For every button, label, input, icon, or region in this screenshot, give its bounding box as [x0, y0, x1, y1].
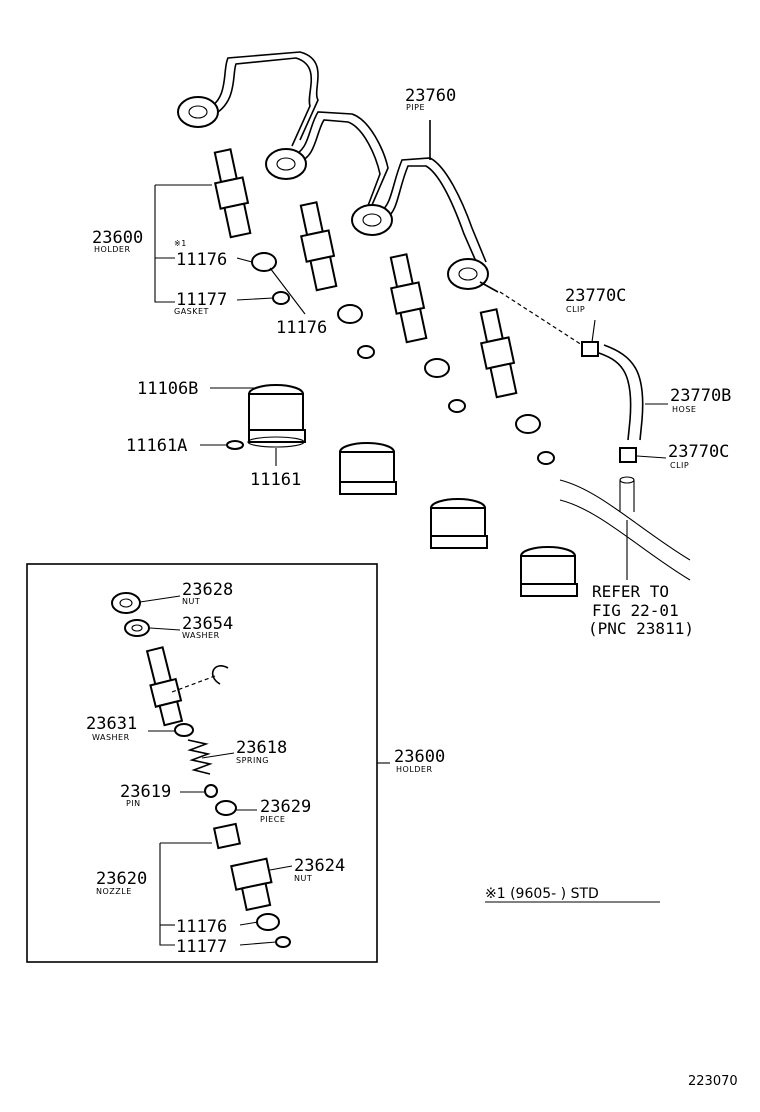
- nozzle-seat: [520, 546, 578, 597]
- refer-text-2: FIG 22-01: [592, 601, 679, 620]
- svg-text:CLIP: CLIP: [670, 461, 689, 470]
- svg-text:NUT: NUT: [182, 597, 200, 606]
- label-23619: 23619: [120, 782, 171, 802]
- label-23770b: 23770B: [670, 386, 731, 406]
- svg-text:WASHER: WASHER: [182, 631, 220, 640]
- leader-lines-top: [154, 184, 668, 580]
- holder-exploded-view: [111, 592, 291, 948]
- label-23760: 23760: [405, 86, 456, 106]
- label-23629: 23629: [260, 797, 311, 817]
- svg-text:HOLDER: HOLDER: [94, 245, 131, 254]
- refer-text-3: (PNC 23811): [588, 619, 694, 638]
- figure-id: 223070: [688, 1074, 738, 1089]
- label-11176-c: 11176: [176, 917, 227, 937]
- svg-text:HOLDER: HOLDER: [396, 765, 433, 774]
- svg-text:GASKET: GASKET: [174, 307, 209, 316]
- label-23600-box: 23600: [394, 747, 445, 767]
- gasket-row: [251, 252, 555, 465]
- label-11161a: 11161A: [126, 436, 187, 456]
- legend-note: ※1 (9605- ) STD: [485, 886, 599, 902]
- pipe-eye-ring: [265, 148, 307, 180]
- svg-text:PIN: PIN: [126, 799, 141, 808]
- nozzle-seat: [339, 442, 397, 495]
- nozzle-seat: [247, 384, 306, 448]
- label-23770c-b: 23770C: [668, 442, 729, 462]
- label-23620: 23620: [96, 869, 147, 889]
- pipe-eye-ring: [351, 204, 393, 236]
- refer-text-1: REFER TO: [592, 582, 669, 601]
- label-11177-c: 11177: [176, 937, 227, 957]
- label-23618: 23618: [236, 738, 287, 758]
- label-11176-a: 11176: [176, 250, 227, 270]
- part-labels: 23760 PIPE 23600 HOLDER ※1 11176 11177 G…: [86, 86, 738, 1089]
- leakage-hose: [499, 291, 691, 581]
- svg-text:NUT: NUT: [294, 874, 312, 883]
- nozzle-seat: [430, 498, 488, 549]
- label-23654: 23654: [182, 614, 233, 634]
- pipe-eye-ring: [177, 96, 219, 128]
- clip: [619, 447, 637, 463]
- svg-text:PIPE: PIPE: [406, 103, 425, 112]
- svg-text:HOSE: HOSE: [672, 405, 696, 414]
- label-23631: 23631: [86, 714, 137, 734]
- svg-text:CLIP: CLIP: [566, 305, 585, 314]
- mark-1: ※1: [174, 239, 187, 248]
- leader-lines-box: [139, 595, 660, 946]
- pipe-eye-ring: [447, 258, 489, 290]
- label-11177-a: 11177: [176, 290, 227, 310]
- label-11161: 11161: [250, 470, 301, 490]
- svg-text:PIECE: PIECE: [260, 815, 285, 824]
- label-23770c-a: 23770C: [565, 286, 626, 306]
- label-11106b: 11106B: [137, 379, 198, 399]
- svg-text:SPRING: SPRING: [236, 756, 269, 765]
- injector-holder-row: [213, 148, 518, 399]
- svg-text:WASHER: WASHER: [92, 733, 130, 742]
- nozzle-seat-row: [247, 384, 578, 597]
- svg-text:NOZZLE: NOZZLE: [96, 887, 132, 896]
- label-23600-top: 23600: [92, 228, 143, 248]
- injection-pipe-assembly: [177, 51, 499, 293]
- clip: [581, 341, 599, 357]
- label-23628: 23628: [182, 580, 233, 600]
- label-11176-b: 11176: [276, 318, 327, 338]
- label-23624: 23624: [294, 856, 345, 876]
